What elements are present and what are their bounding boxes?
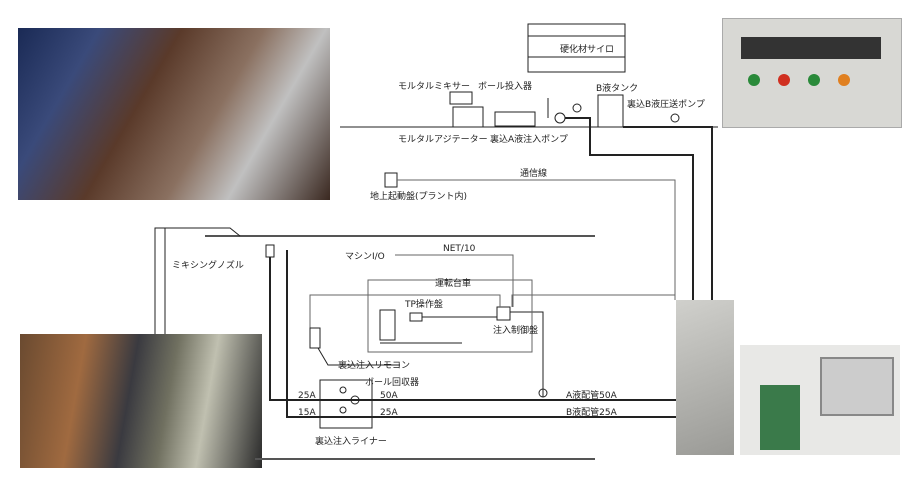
mixing-nozzle-shape [265, 244, 275, 258]
label-control-panel: 注入制御盤 [493, 324, 538, 336]
photo-remote-and-tp [740, 345, 900, 455]
a-pump-shape [494, 111, 536, 127]
label-liner: 裏込注入ライナー [315, 435, 387, 447]
photo-worker-at-control-box [18, 28, 330, 200]
tp-panel-shape [409, 312, 423, 322]
label-b-pipe: B液配管25A [566, 406, 618, 418]
mixer-shape [449, 91, 473, 105]
label-ball-injector: ボール投入器 [478, 80, 532, 92]
silo-shape [527, 23, 626, 73]
label-remote: 裏込注入リモコン [338, 359, 410, 371]
b-tank-shape [597, 94, 624, 128]
remote-shape [309, 327, 321, 349]
label-b-pump: 裏込B液圧送ポンプ [627, 98, 705, 110]
label-ball-collector: ボール回収器 [365, 376, 419, 388]
label-machine-io: マシンI/O [345, 252, 385, 262]
label-tp-panel: TP操作盤 [404, 298, 443, 310]
label-mortar-mixer: モルタルミキサー [398, 81, 470, 92]
label-cart: 運転台車 [435, 277, 471, 289]
label-size-a-in: 25A [298, 391, 316, 401]
photo-tunnel-segment [20, 334, 262, 468]
label-comm-line: 通信線 [520, 167, 547, 179]
ground-panel-shape [384, 172, 398, 188]
label-mixing-nozzle: ミキシングノズル [172, 259, 244, 271]
label-net: NET/10 [443, 244, 476, 254]
photo-control-panel [722, 18, 902, 128]
label-size-b-out: 25A [380, 408, 398, 418]
ball-collector-icon [350, 395, 360, 405]
pressure-gauge-icon [572, 103, 582, 113]
label-size-a-out: 50A [380, 391, 398, 401]
pressure-gauge-icon [670, 113, 680, 123]
valve-icon [554, 112, 566, 124]
agitator-shape [452, 106, 484, 128]
label-size-b-in: 15A [298, 408, 316, 418]
label-mortar-agitator: モルタルアジテーター [398, 134, 488, 145]
photo-mixing-nozzle [676, 300, 734, 455]
label-ground-panel: 地上起動盤(プラント内) [370, 190, 467, 202]
control-panel-shape [496, 306, 511, 321]
label-b-tank: B液タンク [596, 82, 638, 94]
label-silo: 硬化材サイロ [560, 43, 614, 55]
label-a-pump: 裏込A液注入ポンプ [490, 133, 568, 145]
label-a-pipe: A液配管50A [566, 389, 618, 401]
